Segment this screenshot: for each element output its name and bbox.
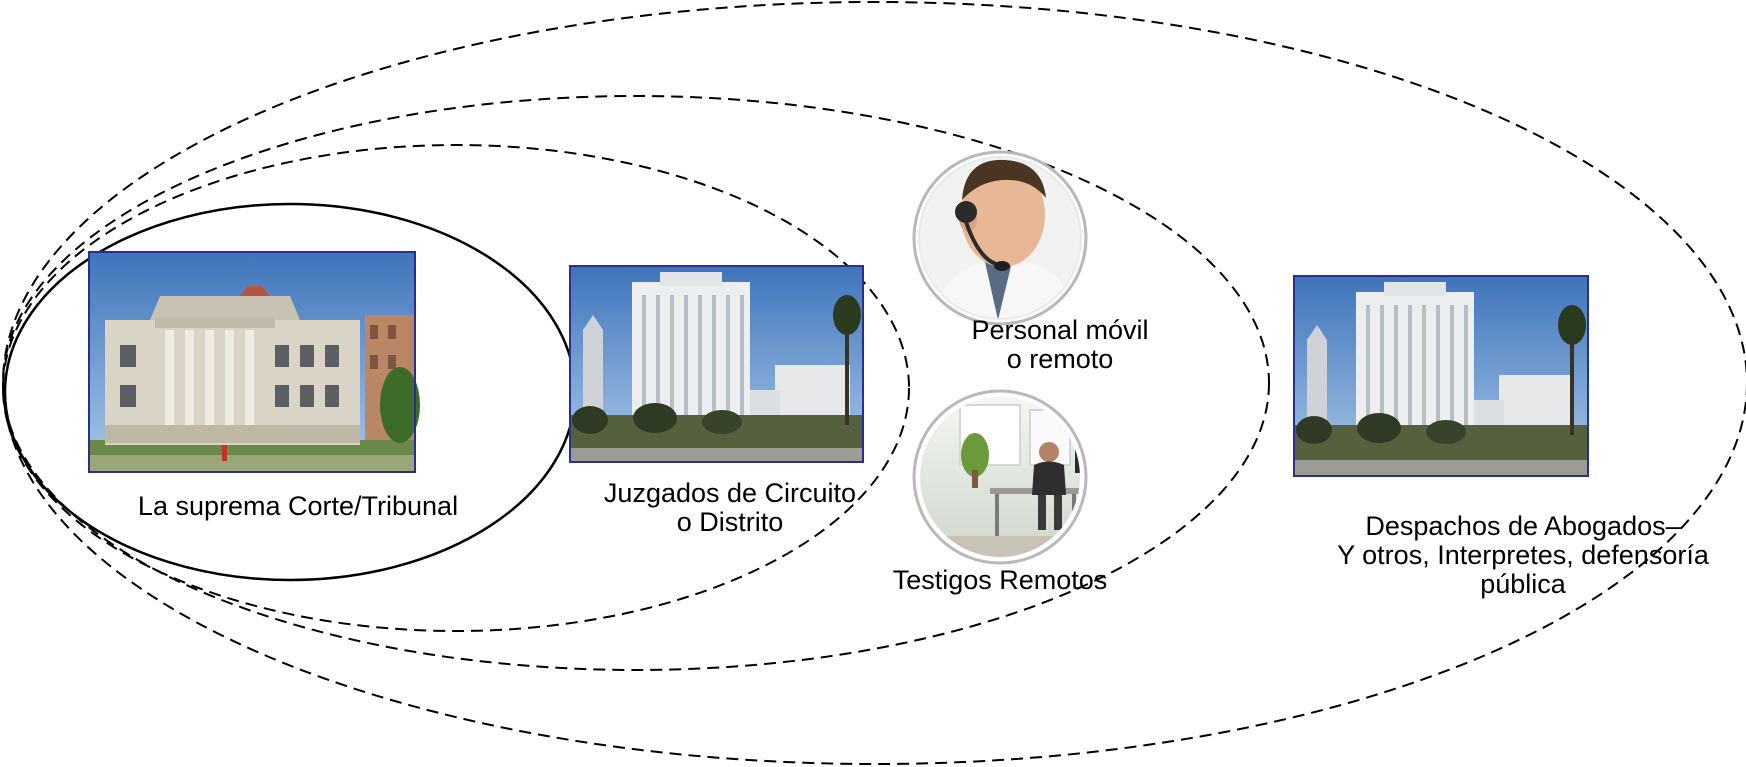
law-offices-label-line-3: pública xyxy=(1480,569,1566,599)
circuit-courts-label: Juzgados de Circuito o Distrito xyxy=(570,479,890,537)
supreme-court-label: La suprema Corte/Tribunal xyxy=(108,492,488,521)
mobile-staff-label-line-1: Personal móvil xyxy=(971,315,1149,345)
remote-witnesses-label: Testigos Remotos xyxy=(860,566,1140,595)
law-offices-label-line-1: Despachos de Abogados– xyxy=(1365,511,1681,541)
supreme-court-label-line: La suprema Corte/Tribunal xyxy=(137,491,459,521)
courthouse-photo xyxy=(88,251,420,473)
circuit-courts-label-line-2: o Distrito xyxy=(676,507,784,537)
office-worker-photo xyxy=(912,389,1088,565)
remote-witnesses-label-line: Testigos Remotos xyxy=(892,565,1108,595)
law-offices-label-line-2: Y otros, Interpretes, defensoría xyxy=(1337,540,1709,570)
ellipse-second-dashed xyxy=(2,144,910,632)
circuit-courts-label-line-1: Juzgados de Circuito xyxy=(603,478,857,508)
law-offices-label: Despachos de Abogados– Y otros, Interpre… xyxy=(1300,512,1746,599)
city-buildings-photo-circuit xyxy=(569,265,864,463)
city-buildings-photo-law-offices xyxy=(1293,275,1589,477)
mobile-staff-label-line-2: o remoto xyxy=(1006,344,1114,374)
headset-operator-photo xyxy=(912,150,1088,326)
mobile-staff-label: Personal móvil o remoto xyxy=(950,316,1170,374)
ellipse-third-dashed xyxy=(2,95,1270,671)
